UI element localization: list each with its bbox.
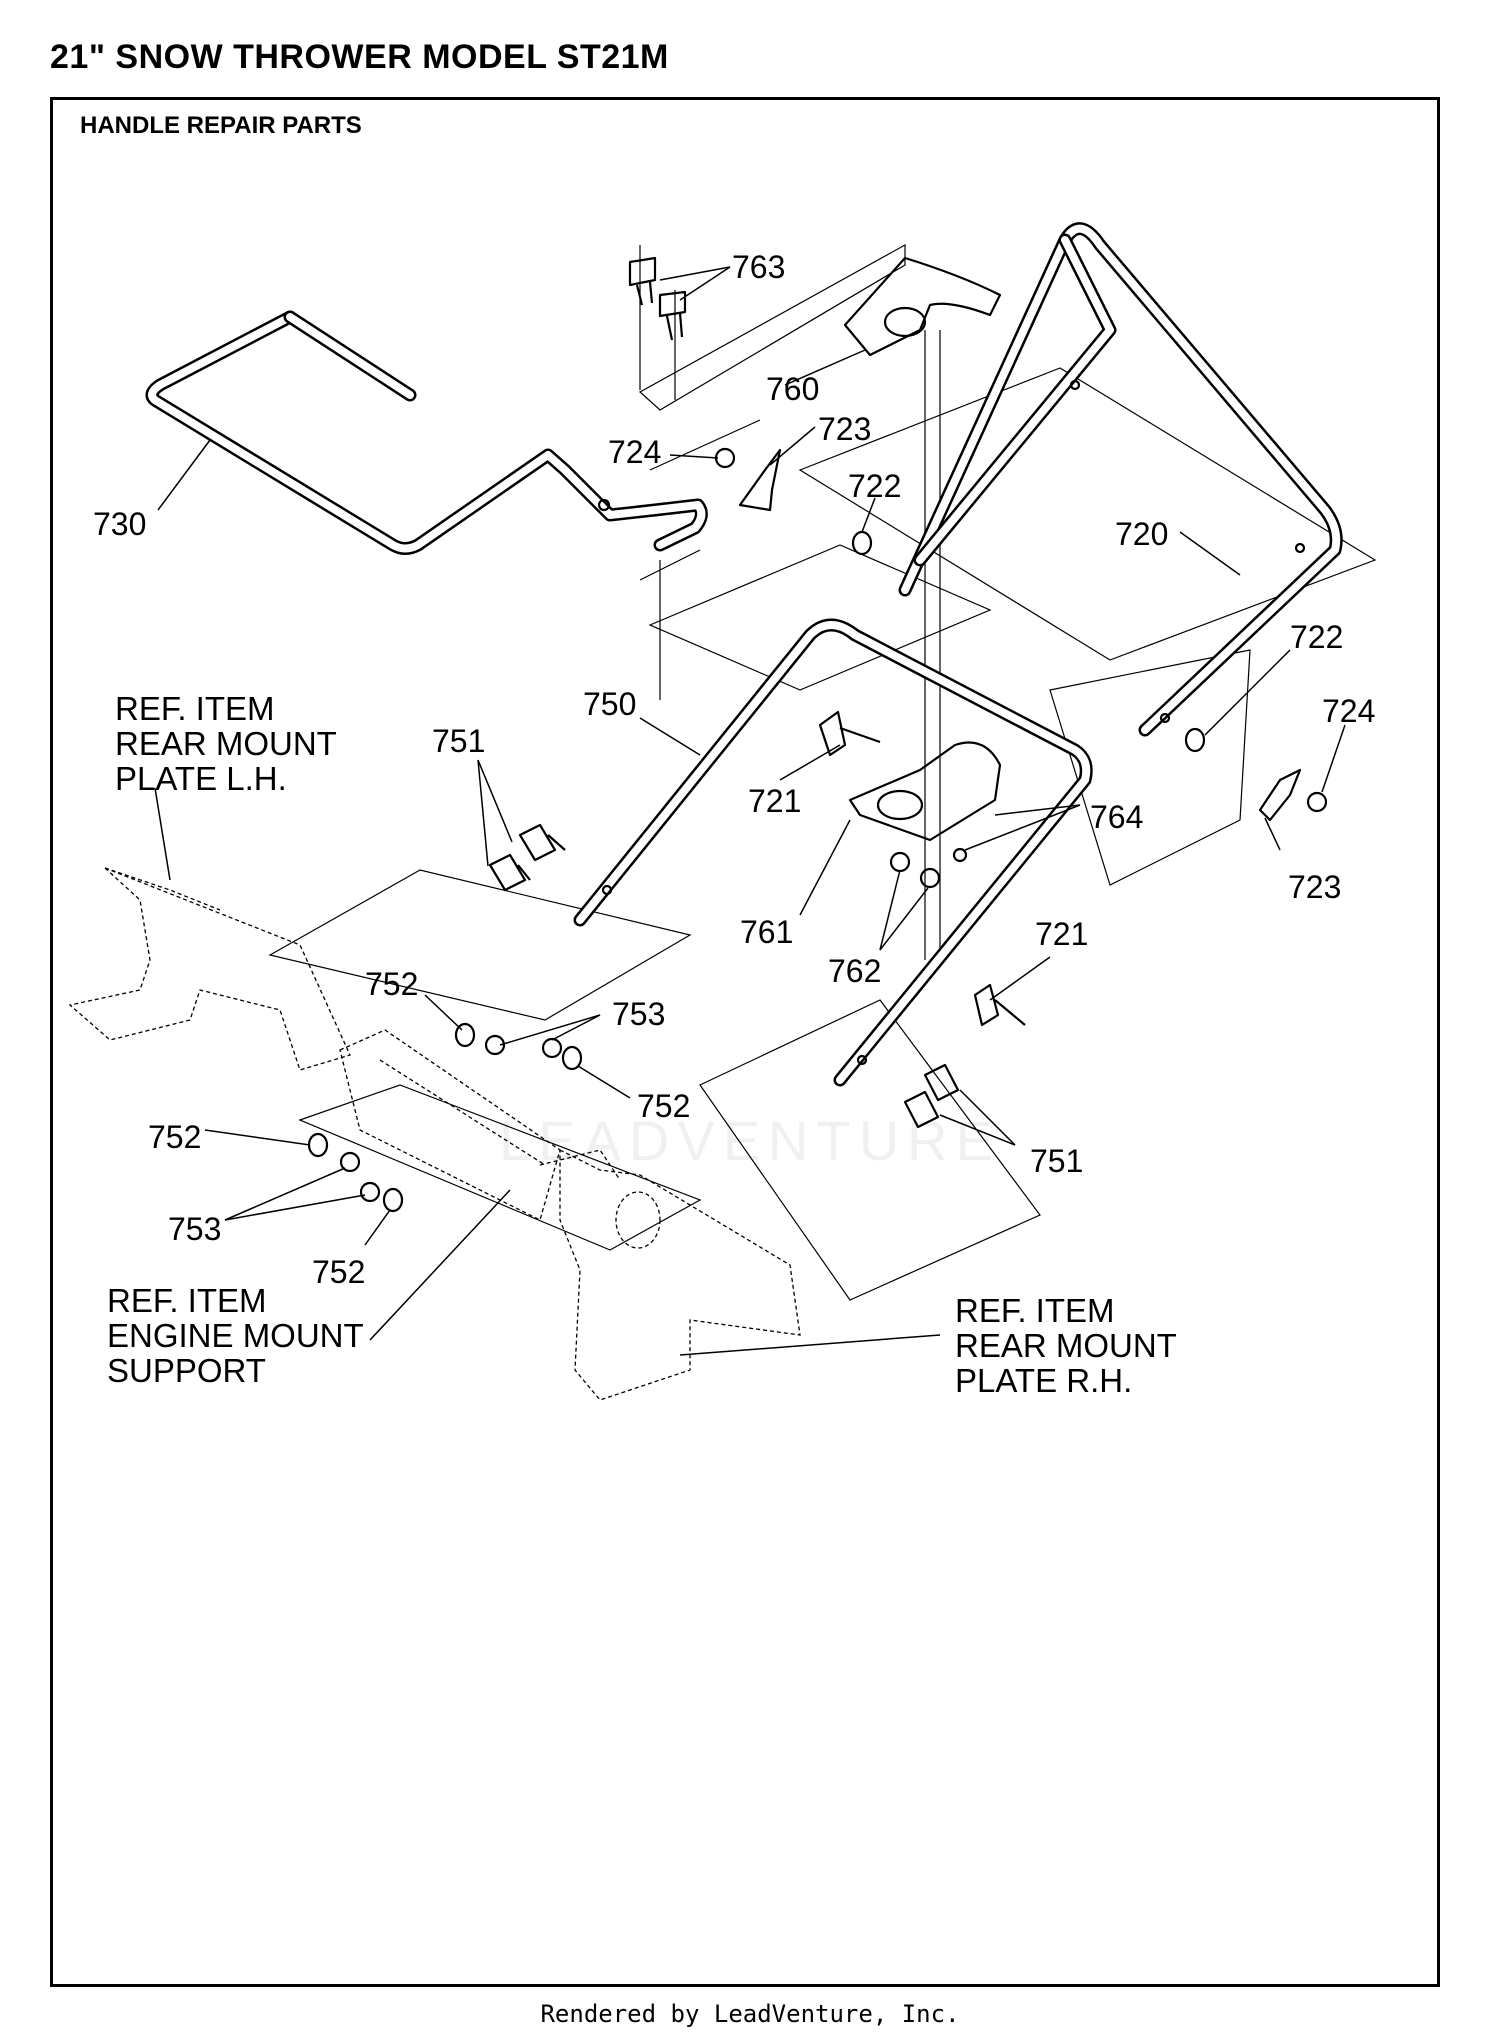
ref-label-line: REF. ITEM: [955, 1292, 1115, 1329]
fasteners: [307, 447, 1328, 1213]
bolt-763: [628, 256, 687, 341]
ref-label-line: REAR MOUNT: [955, 1327, 1177, 1364]
callout-753-top: 753: [612, 996, 665, 1032]
knob-723-upper: [738, 448, 782, 512]
callout-721-lower: 721: [1035, 916, 1088, 952]
callout-763: 763: [732, 249, 785, 285]
callout-723-right: 723: [1288, 869, 1341, 905]
callout-751-right: 751: [1030, 1143, 1083, 1179]
callout-764: 764: [1090, 799, 1143, 835]
callout-753-left: 753: [168, 1211, 221, 1247]
callout-751-left: 751: [432, 723, 485, 759]
callout-722: 722: [848, 468, 901, 504]
watermark: LEADVENTURE: [499, 1109, 1001, 1172]
ref-label-line: REF. ITEM: [115, 690, 275, 727]
lower-handle-750: [573, 618, 1093, 1087]
clamp-761: [848, 741, 1002, 842]
clamp-760: [843, 256, 1002, 357]
engine-mount-support-outline: [339, 1029, 561, 1221]
leader-lines: [154, 266, 1346, 1356]
callout-760: 760: [766, 371, 819, 407]
callout-730: 730: [93, 506, 146, 542]
ref-rear-mount-plate-lh: REF. ITEM REAR MOUNT PLATE L.H.: [115, 690, 337, 797]
callout-752-left: 752: [148, 1119, 201, 1155]
callout-752-bottom: 752: [312, 1254, 365, 1290]
rear-mount-plate-lh-outline: [68, 867, 351, 1071]
callout-762: 762: [828, 953, 881, 989]
ref-engine-mount-support: REF. ITEM ENGINE MOUNT SUPPORT: [107, 1282, 364, 1389]
footer-credit: Rendered by LeadVenture, Inc.: [540, 2000, 960, 2028]
callouts: 763 760 723 724 722 730 720 722 724 750 …: [93, 249, 1375, 1290]
ref-label-line: REF. ITEM: [107, 1282, 267, 1319]
diagram-frame: [50, 97, 1440, 1987]
upper-handle-720: [898, 222, 1343, 737]
ref-rear-mount-plate-rh: REF. ITEM REAR MOUNT PLATE R.H.: [955, 1292, 1177, 1399]
ref-label-line: ENGINE MOUNT: [107, 1317, 364, 1354]
callout-752-top: 752: [365, 966, 418, 1002]
assembly-planes: [268, 243, 1377, 1301]
callout-723: 723: [818, 411, 871, 447]
callout-721-upper: 721: [748, 783, 801, 819]
callout-752-mid: 752: [637, 1088, 690, 1124]
bolts-751-721: [488, 710, 1026, 1129]
ref-label-line: REAR MOUNT: [115, 725, 337, 762]
section-title: HANDLE REPAIR PARTS: [80, 112, 362, 139]
callout-761: 761: [740, 914, 793, 950]
ref-label-line: SUPPORT: [107, 1352, 266, 1389]
ref-label-line: PLATE L.H.: [115, 760, 287, 797]
callout-722-right: 722: [1290, 619, 1343, 655]
ref-label-line: PLATE R.H.: [955, 1362, 1132, 1399]
shift-rod-730: [145, 310, 708, 555]
callout-750: 750: [583, 686, 636, 722]
callout-724: 724: [608, 434, 661, 470]
callout-724-right: 724: [1322, 693, 1375, 729]
callout-720: 720: [1115, 516, 1168, 552]
knob-723-lower: [1258, 768, 1302, 822]
assembly-axes: [639, 245, 941, 960]
page-title: 21" SNOW THROWER MODEL ST21M: [50, 38, 669, 76]
rear-mount-plate-rh-outline: [539, 1148, 801, 1401]
